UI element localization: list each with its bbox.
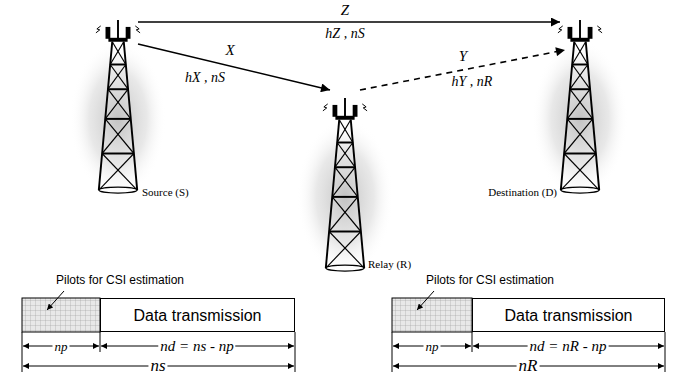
dimension-label: ns [148,356,167,376]
channel-label: hY , nR [452,74,493,90]
radio-link [138,21,560,23]
callout-text: Pilots for CSI estimation [56,273,184,287]
dimension-ticks [22,332,665,372]
link-name: Y [459,48,467,65]
block-label: Data transmission [504,306,632,325]
link-name: X [225,42,234,59]
dimension-label: nd = ns - np [158,338,235,355]
tower-node: Relay (R) [325,90,365,128]
station-label: Destination (D) [488,186,557,199]
callout-text: Pilots for CSI estimation [426,273,554,287]
dimension-label: nd = nR - np [528,338,609,355]
pilot-block [22,298,100,332]
pilot-block [392,298,472,332]
tower-node: Destination (D) [560,12,600,50]
link-name: Z [341,2,349,19]
station-label: Relay (R) [368,258,411,271]
data-block: Data transmission [472,298,665,332]
channel-label: hX , nS [185,70,225,86]
tower-node: Source (S) [98,12,138,50]
data-block: Data transmission [100,298,295,332]
tower-illustration [532,20,628,198]
channel-label: hZ , nS [325,26,364,42]
block-label: Data transmission [133,306,261,325]
dimension-label: np [424,339,441,354]
dimension-label: np [53,339,70,354]
station-label: Source (S) [142,186,189,199]
tower-illustration [297,98,393,276]
dimension-label: nR [517,356,540,376]
